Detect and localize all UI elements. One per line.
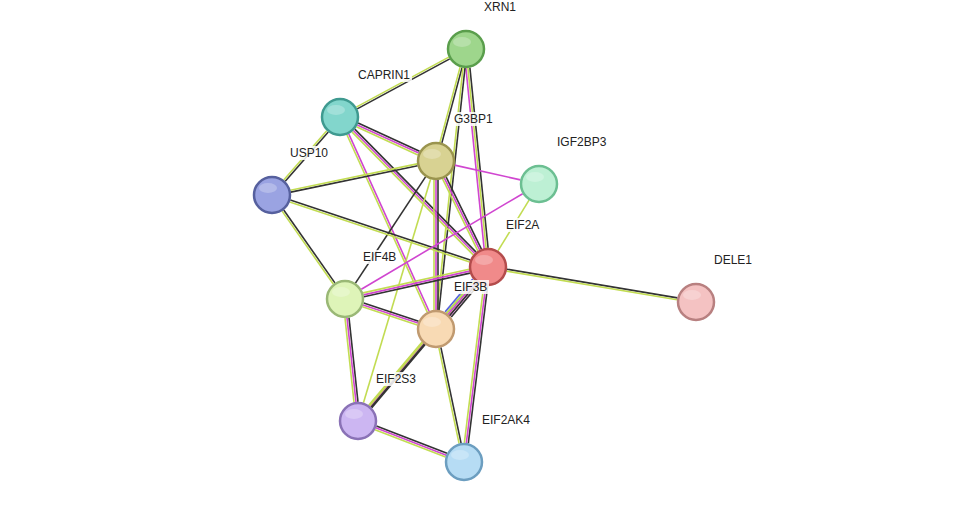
evidence-line (347, 318, 356, 402)
node-label: EIF2A (504, 218, 541, 232)
evidence-line (441, 347, 461, 443)
interaction-edge (282, 210, 335, 284)
node-label: USP10 (288, 146, 330, 160)
interaction-edge (370, 343, 425, 407)
node-label: CAPRIN1 (356, 68, 412, 82)
node-label: EIF2AK4 (480, 413, 532, 427)
protein-node: XRN1 (447, 30, 485, 68)
interaction-edge (507, 269, 678, 300)
protein-node: EIF4B (326, 280, 364, 318)
node-circle (520, 165, 558, 203)
interaction-edge (439, 347, 461, 443)
evidence-line (345, 318, 354, 402)
evidence-line (364, 303, 419, 321)
evidence-line (356, 57, 449, 107)
protein-node: G3BP1 (417, 142, 455, 180)
interaction-edge (455, 165, 521, 180)
protein-node: EIF2AK4 (445, 443, 483, 481)
evidence-line (363, 305, 418, 323)
node-circle (445, 443, 483, 481)
node-circle (321, 98, 359, 136)
evidence-line (470, 68, 488, 248)
interaction-edge (443, 177, 482, 251)
protein-node: DELE1 (677, 283, 715, 321)
evidence-line (376, 428, 447, 455)
evidence-line (371, 344, 424, 407)
evidence-line (455, 165, 521, 180)
node-label: G3BP1 (452, 112, 495, 126)
node-circle (417, 310, 455, 348)
evidence-line (362, 307, 417, 325)
interaction-edge (362, 303, 418, 325)
evidence-line (372, 283, 477, 408)
evidence-line (357, 125, 418, 153)
node-circle (339, 402, 377, 440)
node-label: DELE1 (712, 253, 754, 267)
protein-node: EIF2S3 (339, 402, 377, 440)
interaction-edge (290, 164, 417, 192)
node-circle (253, 176, 291, 214)
evidence-line (507, 271, 678, 300)
node-label: IGF2BP3 (555, 135, 608, 149)
interaction-edge (356, 123, 419, 155)
node-label: EIF2S3 (374, 372, 418, 386)
node-circle (417, 142, 455, 180)
evidence-line (291, 166, 418, 192)
interaction-edge (375, 426, 447, 457)
evidence-line (443, 179, 478, 251)
node-circle (677, 283, 715, 321)
interaction-edge (345, 318, 358, 403)
evidence-line (357, 59, 450, 109)
node-label: XRN1 (482, 0, 518, 14)
evidence-line (446, 177, 481, 249)
evidence-line (444, 178, 479, 250)
interaction-edge (369, 280, 478, 408)
evidence-line (439, 348, 459, 444)
protein-node: IGF2BP3 (520, 165, 558, 203)
evidence-line (349, 318, 358, 402)
evidence-line (290, 164, 417, 190)
evidence-line (370, 343, 423, 406)
interaction-edge (356, 57, 450, 109)
evidence-line (507, 269, 678, 298)
evidence-line (376, 426, 447, 453)
node-circle (447, 30, 485, 68)
node-label: EIF3B (452, 280, 489, 294)
node-label: EIF4B (361, 250, 398, 264)
evidence-line (282, 211, 333, 284)
evidence-line (440, 67, 460, 142)
evidence-line (284, 210, 335, 283)
node-circle (326, 280, 364, 318)
protein-node: EIF3B (417, 310, 455, 348)
protein-node: USP10 (253, 176, 291, 214)
evidence-line (369, 280, 474, 405)
protein-node: CAPRIN1 (321, 98, 359, 136)
evidence-line (375, 430, 446, 457)
evidence-line (370, 282, 475, 407)
